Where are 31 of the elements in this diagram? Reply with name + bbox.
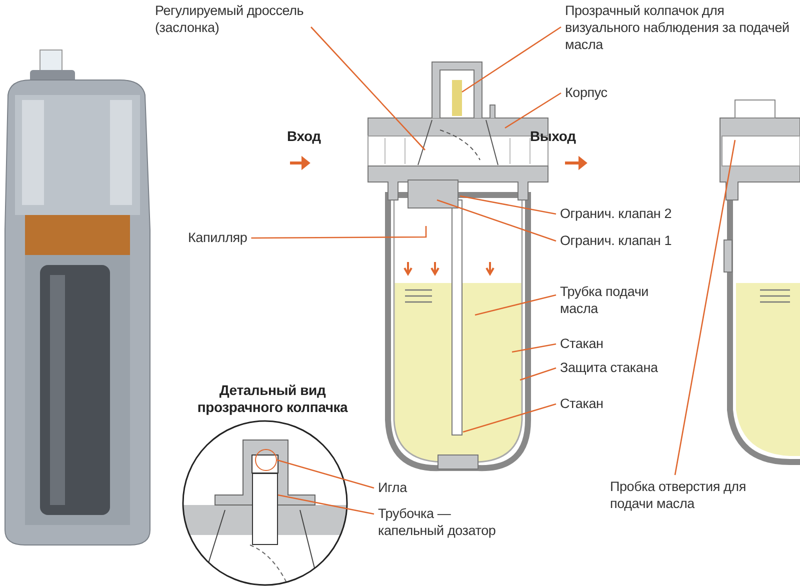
leader-line [462,26,562,93]
callout-label: Корпус [565,84,608,101]
callout-label: Трубочка — капельный дозатор [378,505,518,539]
label-text: Выход [530,128,576,145]
highlight-circle [255,449,277,471]
leader-line [674,140,736,476]
callout-label: Стакан [560,335,604,352]
leader-line [474,294,556,316]
leader-line [520,367,556,381]
callout-label: Стакан [560,395,604,412]
callout-label: Прозрачный колпачок для визуального наблюдения за подачей масла [565,2,795,53]
callout-label: Защита стакана [560,359,658,376]
callout-label: Пробка отверстия для подачи масла [610,478,790,512]
leader-line [436,199,556,242]
dropper-tube [252,473,278,545]
callout-label: Регулируемый дроссель (заслонка) [155,2,307,36]
label-text: Вход [287,128,321,145]
leader-line [251,226,427,239]
leader-line [310,26,426,150]
leader-line [278,494,374,515]
leader-line [460,195,556,215]
callout-label: Капилляр [188,229,248,246]
leader-line [276,459,374,489]
leader-line [512,343,556,353]
callout-label: Трубка подачи масла [560,283,670,317]
callout-label: Игла [378,479,407,496]
leader-line [462,403,556,433]
leader-line [504,92,562,129]
callout-label: Огранич. клапан 1 [560,232,672,249]
label-text: Детальный вид прозрачного колпачка [196,382,349,416]
callout-label: Огранич. клапан 2 [560,205,672,222]
